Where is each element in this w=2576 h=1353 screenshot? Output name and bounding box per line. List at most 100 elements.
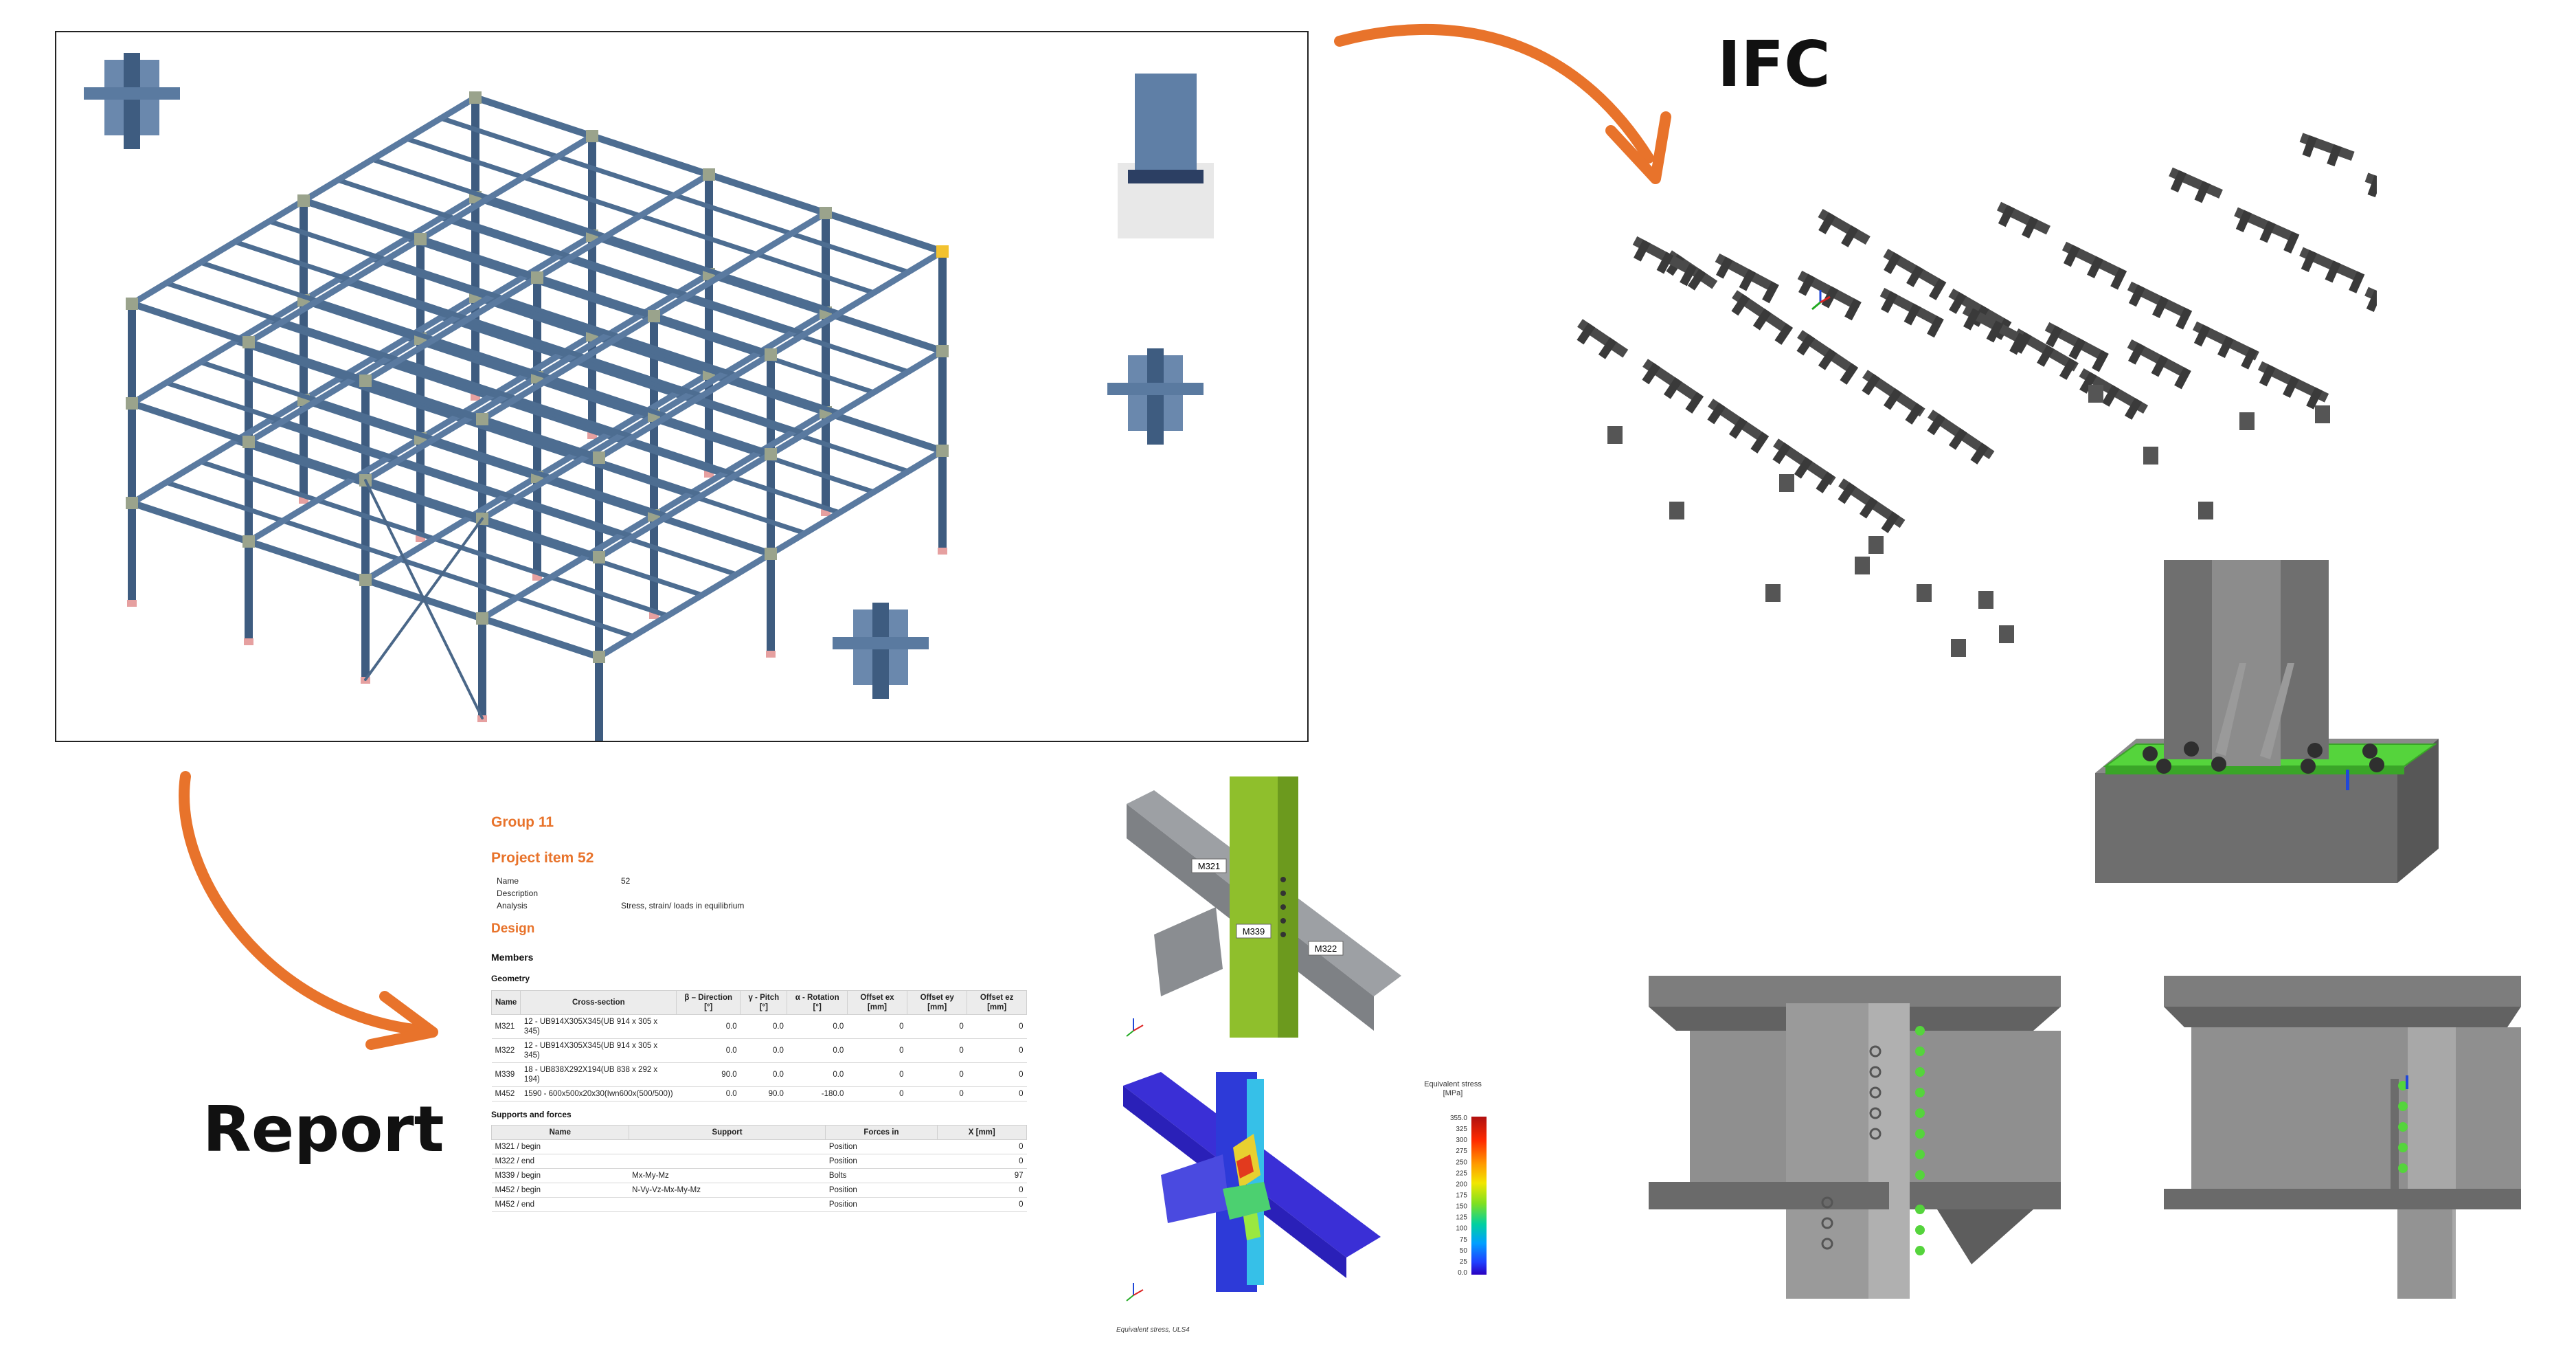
steel-frame-model xyxy=(84,53,1214,741)
stress-color-legend: 355.032530027525022520017515012510075502… xyxy=(1450,1115,1487,1277)
report-project-item-title: Project item 52 xyxy=(491,850,594,866)
geometry-cell: 0 xyxy=(847,1038,907,1063)
axis-triad-icon xyxy=(1126,1283,1144,1301)
geometry-cell: 0 xyxy=(907,1038,967,1063)
field-value xyxy=(620,887,745,899)
supports-cell: 97 xyxy=(937,1168,1027,1183)
geometry-cell: 0.0 xyxy=(676,1014,741,1039)
legend-value: 50 xyxy=(1460,1247,1468,1255)
report-label: Report xyxy=(203,1093,444,1166)
supports-cell xyxy=(629,1139,826,1154)
supports-cell: M339 / begin xyxy=(491,1168,629,1183)
arrow-to-report xyxy=(179,771,438,1050)
geometry-cell: 0.0 xyxy=(740,1062,787,1087)
supports-cell: 0 xyxy=(937,1154,1027,1169)
geometry-header-cell: Offset ez [mm] xyxy=(967,990,1027,1015)
legend-value: 175 xyxy=(1456,1192,1467,1200)
member-label-m321: M321 xyxy=(1198,861,1221,871)
geometry-cell: 12 - UB914X305X345(UB 914 x 305 x 345) xyxy=(520,1038,677,1063)
geometry-cell: 0 xyxy=(847,1086,907,1102)
field-value: 52 xyxy=(621,876,631,886)
geometry-cell: 0 xyxy=(847,1062,907,1087)
legend-value: 100 xyxy=(1456,1225,1467,1233)
supports-cell: Position xyxy=(825,1183,938,1198)
base-plate-detail xyxy=(2095,560,2439,883)
geometry-cell: 0 xyxy=(967,1086,1027,1102)
stress-contour-view xyxy=(1123,1072,1381,1301)
supports-header-cell: Support xyxy=(628,1125,826,1140)
legend-value: 150 xyxy=(1456,1203,1467,1211)
supports-cell xyxy=(629,1197,826,1212)
supports-cell: Bolts xyxy=(825,1168,938,1183)
legend-value: 250 xyxy=(1456,1159,1467,1166)
structural-model-panel xyxy=(55,31,1309,742)
field-key: Analysis xyxy=(497,901,528,910)
geometry-cell: 0 xyxy=(907,1062,967,1087)
field-value: Stress, strain/ loads in equilibrium xyxy=(621,901,745,910)
legend-value: 125 xyxy=(1456,1214,1467,1222)
geometry-cell: 0.0 xyxy=(676,1038,741,1063)
geometry-header-cell: Name xyxy=(490,990,521,1015)
supports-cell: Position xyxy=(825,1197,938,1212)
geometry-cell: 0.0 xyxy=(787,1062,848,1087)
supports-cell: 0 xyxy=(937,1197,1027,1212)
field-key: Name xyxy=(497,876,519,886)
stress-legend-title: Equivalent stress [MPa] xyxy=(1424,1080,1482,1097)
geometry-cell: 0.0 xyxy=(740,1014,787,1039)
legend-value: 300 xyxy=(1456,1137,1467,1144)
geometry-header-cell: β – Direction [°] xyxy=(676,990,741,1015)
geometry-cell: M339 xyxy=(491,1062,521,1087)
ifc-model-view xyxy=(1577,133,2377,657)
geometry-cell: 0.0 xyxy=(740,1038,787,1063)
legend-value: 325 xyxy=(1456,1126,1467,1133)
geometry-cell: 90.0 xyxy=(676,1062,741,1087)
supports-cell: M452 / end xyxy=(491,1197,629,1212)
axis-triad-icon xyxy=(1126,1018,1144,1037)
supports-cell: M321 / begin xyxy=(491,1139,629,1154)
geometry-cell: 0 xyxy=(847,1014,907,1039)
geometry-header-cell: α - Rotation [°] xyxy=(787,990,848,1015)
geometry-cell: 12 - UB914X305X345(UB 914 x 305 x 345) xyxy=(520,1014,677,1039)
supports-cell: 0 xyxy=(937,1183,1027,1198)
report-design-title: Design xyxy=(491,921,535,936)
member-label-m339: M339 xyxy=(1243,926,1265,937)
legend-value: 25 xyxy=(1460,1258,1468,1266)
geometry-header-cell: γ - Pitch [°] xyxy=(740,990,788,1015)
arrow-to-ifc xyxy=(1334,23,1671,184)
supports-cell: M322 / end xyxy=(491,1154,629,1169)
stress-caption: Equivalent stress, ULS4 xyxy=(1116,1326,1190,1334)
supports-cell: Position xyxy=(825,1139,938,1154)
member-label-m322: M322 xyxy=(1315,943,1337,954)
supports-cell xyxy=(629,1154,826,1169)
bolted-connection-detail-right xyxy=(2164,976,2521,1299)
report-group-title: Group 11 xyxy=(491,814,554,830)
ifc-label: IFC xyxy=(1717,27,1831,101)
geometry-cell: 0.0 xyxy=(787,1014,848,1039)
supports-cell: 0 xyxy=(937,1139,1027,1154)
geometry-cell: 90.0 xyxy=(740,1086,787,1102)
geometry-header-cell: Offset ey [mm] xyxy=(907,990,968,1015)
geometry-cell: 0.0 xyxy=(676,1086,741,1102)
legend-value: 75 xyxy=(1460,1236,1468,1244)
supports-cell: N-Vy-Vz-Mx-My-Mz xyxy=(629,1183,826,1198)
supports-header-cell: Forces in xyxy=(825,1125,938,1140)
supports-cell: M452 / begin xyxy=(491,1183,629,1198)
geometry-header-cell: Offset ex [mm] xyxy=(846,990,908,1015)
geometry-cell: -180.0 xyxy=(787,1086,848,1102)
geometry-cell: 0 xyxy=(907,1014,967,1039)
geometry-cell: M322 xyxy=(491,1038,521,1063)
geometry-cell: M321 xyxy=(491,1014,521,1039)
